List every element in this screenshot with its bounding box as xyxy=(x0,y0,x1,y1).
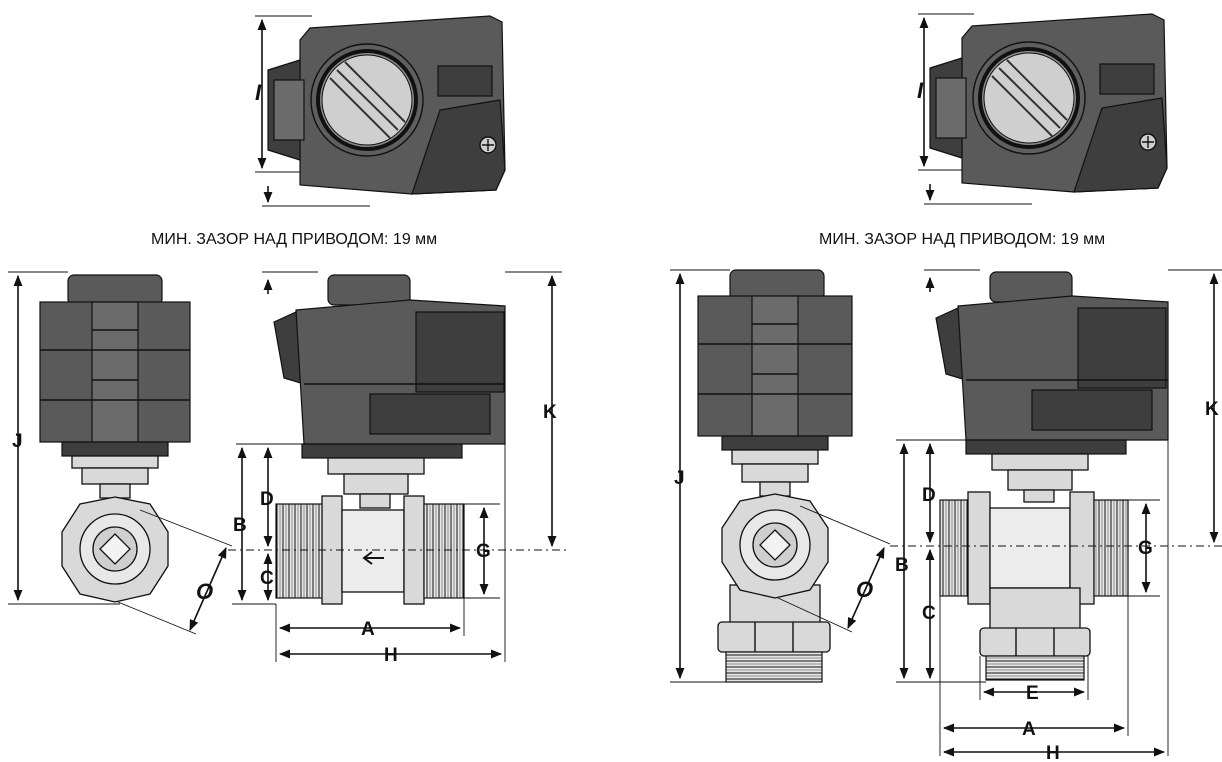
label-D-left: D xyxy=(260,489,274,510)
label-A-right: A xyxy=(1022,719,1036,740)
label-B-right: B xyxy=(895,555,909,576)
label-O-left: O xyxy=(196,579,213,604)
label-E-right: E xyxy=(1026,683,1039,704)
front-view-2way xyxy=(8,271,233,635)
label-K-left: K xyxy=(543,402,557,423)
side-view-2way xyxy=(228,271,570,662)
label-O-right: O xyxy=(856,577,873,602)
label-B-left: B xyxy=(233,515,247,536)
label-H-right: H xyxy=(1046,743,1060,762)
label-I-left: I xyxy=(255,80,262,105)
label-J-right: J xyxy=(674,468,685,489)
label-D-right: D xyxy=(922,485,936,506)
label-C-left: C xyxy=(260,568,274,589)
side-view-3way xyxy=(890,269,1222,757)
clearance-caption-left: МИН. ЗАЗОР НАД ПРИВОДОМ: 19 мм xyxy=(151,231,437,248)
label-A-left: A xyxy=(361,619,375,640)
label-G-left: G xyxy=(476,541,491,562)
label-G-right: G xyxy=(1138,538,1153,559)
label-K-right: K xyxy=(1205,399,1219,420)
clearance-caption-right: МИН. ЗАЗОР НАД ПРИВОДОМ: 19 мм xyxy=(819,231,1105,248)
top-view-left xyxy=(255,15,506,207)
top-view-right xyxy=(918,13,1168,205)
front-view-3way xyxy=(670,269,891,683)
label-I-right: I xyxy=(917,78,924,103)
label-H-left: H xyxy=(384,645,398,666)
label-C-right: C xyxy=(922,603,936,624)
label-J-left: J xyxy=(12,431,23,452)
